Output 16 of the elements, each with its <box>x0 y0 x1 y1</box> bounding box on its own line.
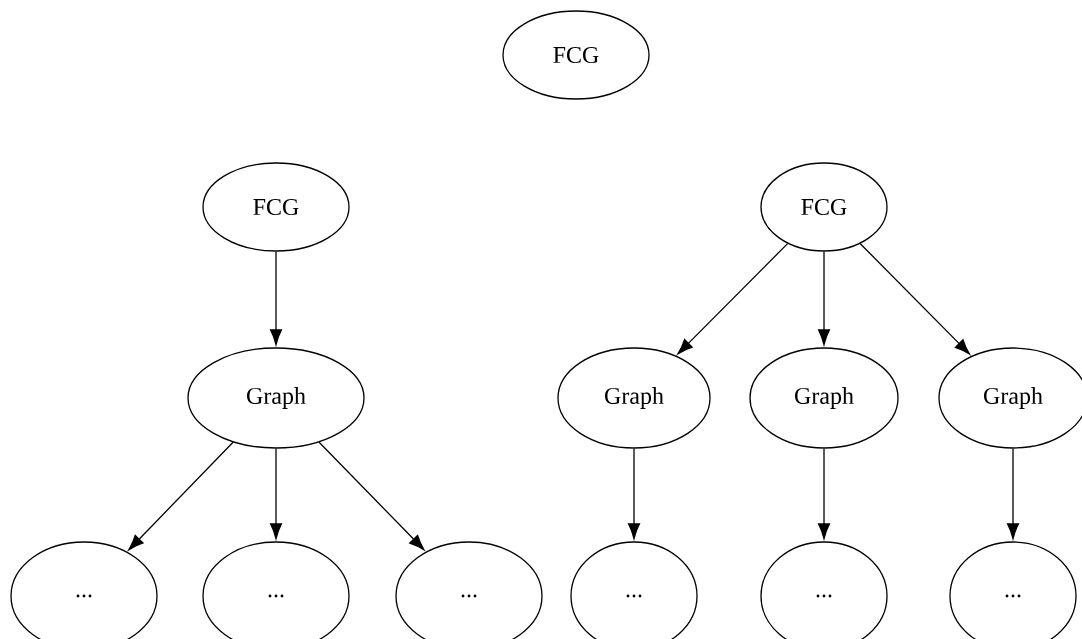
arrow <box>1006 448 1020 540</box>
arrow <box>859 243 971 355</box>
arrow <box>677 242 789 355</box>
arrow <box>817 448 831 540</box>
arrow <box>627 448 641 540</box>
arrow <box>269 251 283 346</box>
arrow <box>318 441 425 551</box>
ellipse-node: Graph <box>557 347 711 449</box>
arrow <box>817 251 831 346</box>
ellipse-node: Graph <box>187 347 365 449</box>
arrow <box>128 441 234 551</box>
ellipse-node: FCG <box>502 10 650 100</box>
ellipse-node: FCG <box>760 162 888 252</box>
ellipse-node: Graph <box>749 347 899 449</box>
arrow <box>269 448 283 540</box>
ellipse-node: FCG <box>202 162 350 252</box>
